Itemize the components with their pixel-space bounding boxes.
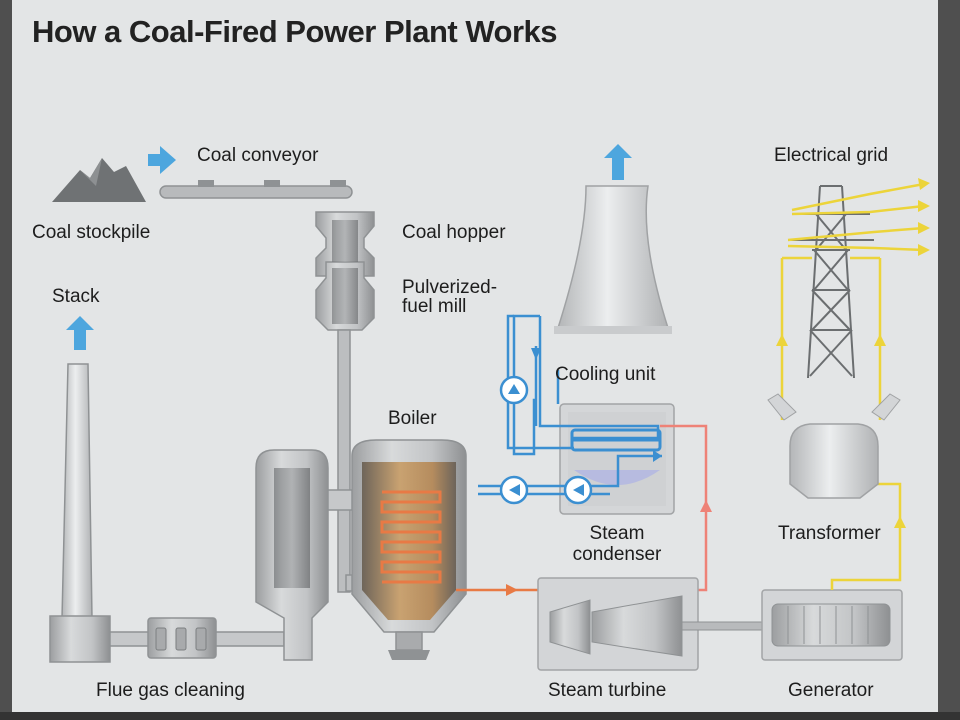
boiler-house: [255, 449, 357, 661]
slide-bottom-border: [0, 712, 960, 720]
label-steam-turbine: Steam turbine: [548, 680, 667, 701]
label-stack: Stack: [52, 286, 100, 307]
cooling-exhaust-arrow-icon: [604, 144, 632, 180]
label-transformer: Transformer: [778, 523, 881, 544]
generator: [761, 589, 903, 661]
label-electrical-grid: Electrical grid: [774, 145, 889, 166]
flow-arrow-icon: [894, 516, 906, 528]
diagram-frame: How a Coal-Fired Power Plant Works Coal …: [12, 0, 938, 712]
steam-turbine: [537, 577, 763, 671]
flow-arrow-icon: [700, 500, 712, 512]
label-pulverized-fuel-mill: Pulverized- fuel mill: [402, 277, 498, 317]
grid-lines: [787, 182, 925, 252]
label-coal-conveyor: Coal conveyor: [197, 145, 319, 166]
label-generator: Generator: [788, 680, 874, 701]
label-flue-gas-cleaning: Flue gas cleaning: [96, 680, 245, 701]
flow-arrow-icon: [874, 334, 886, 346]
page-title: How a Coal-Fired Power Plant Works: [32, 14, 558, 49]
flue-gas-cleaning-unit: [109, 617, 285, 659]
flow-arrow-icon: [506, 584, 518, 596]
stack-exhaust-arrow-icon: [66, 316, 94, 350]
label-coal-hopper: Coal hopper: [402, 222, 506, 243]
flow-arrow-icon: [776, 334, 788, 346]
coal-stockpile-icon: [52, 158, 146, 202]
grid-arrow-icon: [918, 178, 930, 256]
label-cooling-unit: Cooling unit: [555, 364, 656, 385]
label-coal-stockpile: Coal stockpile: [32, 222, 151, 243]
coal-conveyor: [159, 180, 353, 199]
label-boiler: Boiler: [388, 408, 437, 429]
pump-icon: [563, 475, 593, 505]
flow-arrow-icon: [653, 450, 662, 462]
label-steam-condenser: Steam condenser: [572, 523, 662, 565]
coal-hopper: [315, 211, 375, 593]
flow-arrow-icon: [531, 348, 541, 360]
pump-icon: [499, 475, 529, 505]
boiler: [351, 439, 467, 660]
transformer: [767, 393, 901, 499]
condenser-coil: [570, 428, 662, 452]
plant-diagram: [49, 144, 930, 671]
cooling-unit: [554, 185, 672, 334]
stack: [49, 363, 111, 663]
pump-icon: [499, 375, 529, 405]
pylon-icon: [788, 185, 874, 379]
conveyor-arrow-icon: [148, 146, 176, 174]
